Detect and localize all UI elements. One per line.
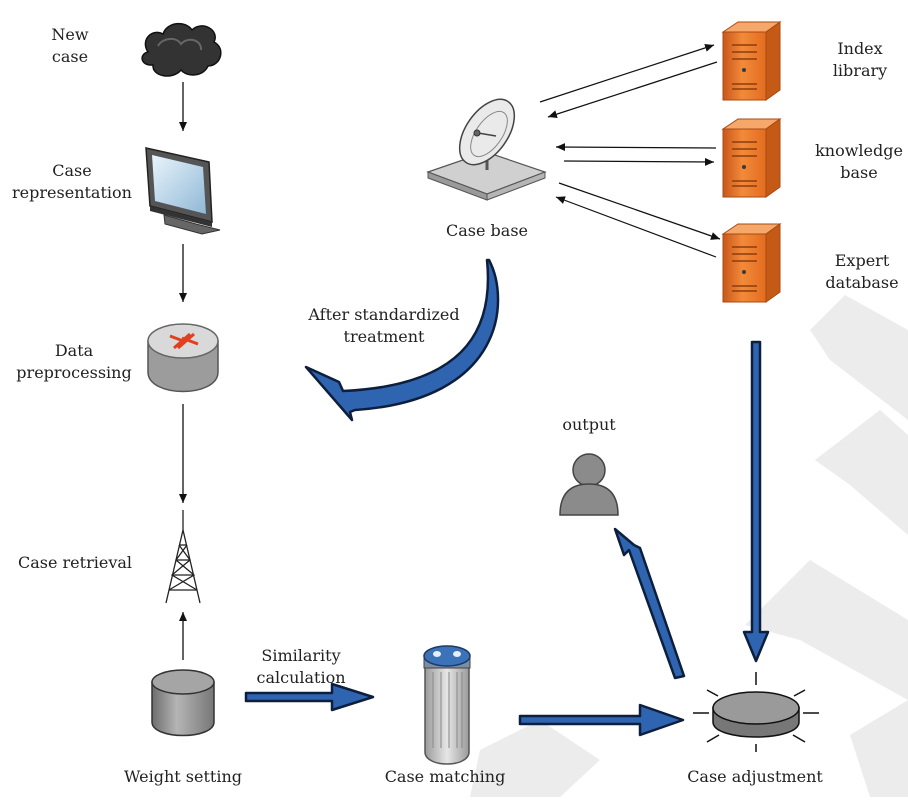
label-new-case-line2: case xyxy=(51,47,89,66)
label-output: output xyxy=(562,415,616,434)
server-icon-knowledge-base xyxy=(721,118,782,198)
label-data-preprocessing-line1: Data xyxy=(54,341,94,360)
cloud-icon xyxy=(141,22,222,77)
label-index-library: Index library xyxy=(820,38,900,82)
adjustment-to-output-arrow xyxy=(613,527,686,680)
storage-column-icon xyxy=(423,645,471,765)
label-expert-database-line2: database xyxy=(825,273,899,292)
blue-flow-arrows xyxy=(244,340,770,737)
label-case-base: Case base xyxy=(445,221,528,240)
label-case-matching: Case matching xyxy=(384,767,506,786)
server-icon-index-library xyxy=(721,21,782,101)
label-similarity-calculation: Similarity calculation xyxy=(246,645,356,689)
label-similarity-line2: calculation xyxy=(256,668,346,687)
hub-disc-icon xyxy=(693,672,819,752)
arrow-knowledge-to-case-base xyxy=(555,143,717,152)
user-icon xyxy=(559,453,619,516)
label-knowledge-base-line1: knowledge xyxy=(815,141,903,160)
case-base-server-arrows xyxy=(539,44,721,258)
label-expert-database-line1: Expert xyxy=(834,251,890,270)
watermark xyxy=(470,295,908,797)
servers-to-adjustment-arrow xyxy=(742,340,770,663)
similarity-calculation-arrow xyxy=(244,682,375,712)
label-knowledge-base: knowledge base xyxy=(810,140,908,184)
label-weight-setting: Weight setting xyxy=(124,767,242,786)
label-after-standardized-line2: treatment xyxy=(343,327,425,346)
database-cylinder-icon xyxy=(151,669,215,737)
label-case-representation: Case representation xyxy=(10,160,134,204)
label-case-adjustment: Case adjustment xyxy=(687,767,823,786)
radio-tower-icon xyxy=(165,510,201,604)
label-expert-database: Expert database xyxy=(816,250,908,294)
label-after-standardized-line1: After standardized xyxy=(308,305,460,324)
satellite-dish-icon xyxy=(426,98,547,201)
label-new-case-line1: New xyxy=(51,25,89,44)
server-icon-expert-database xyxy=(721,223,782,303)
label-data-preprocessing: Data preprocessing xyxy=(14,340,134,384)
arrow-case-base-to-index xyxy=(539,44,715,103)
label-new-case: New case xyxy=(30,24,110,68)
label-case-representation-line1: Case xyxy=(52,161,92,180)
label-data-preprocessing-line2: preprocessing xyxy=(16,363,132,382)
arrow-index-to-case-base xyxy=(547,61,718,119)
arrow-case-base-to-expert xyxy=(558,182,721,240)
label-after-standardized-treatment: After standardized treatment xyxy=(296,304,472,348)
label-similarity-line1: Similarity xyxy=(261,646,341,665)
arrow-expert-to-case-base xyxy=(555,196,717,258)
label-index-library-line1: Index xyxy=(837,39,883,58)
label-case-retrieval: Case retrieval xyxy=(17,553,133,572)
label-knowledge-base-line2: base xyxy=(840,163,878,182)
label-case-representation-line2: representation xyxy=(12,183,132,202)
after-standardized-treatment-arrow xyxy=(304,258,500,422)
monitor-icon xyxy=(145,147,221,235)
matching-to-adjustment-arrow xyxy=(518,703,685,737)
arrow-case-base-to-knowledge xyxy=(563,157,715,166)
label-index-library-line2: library xyxy=(832,61,888,80)
router-icon xyxy=(147,323,219,393)
